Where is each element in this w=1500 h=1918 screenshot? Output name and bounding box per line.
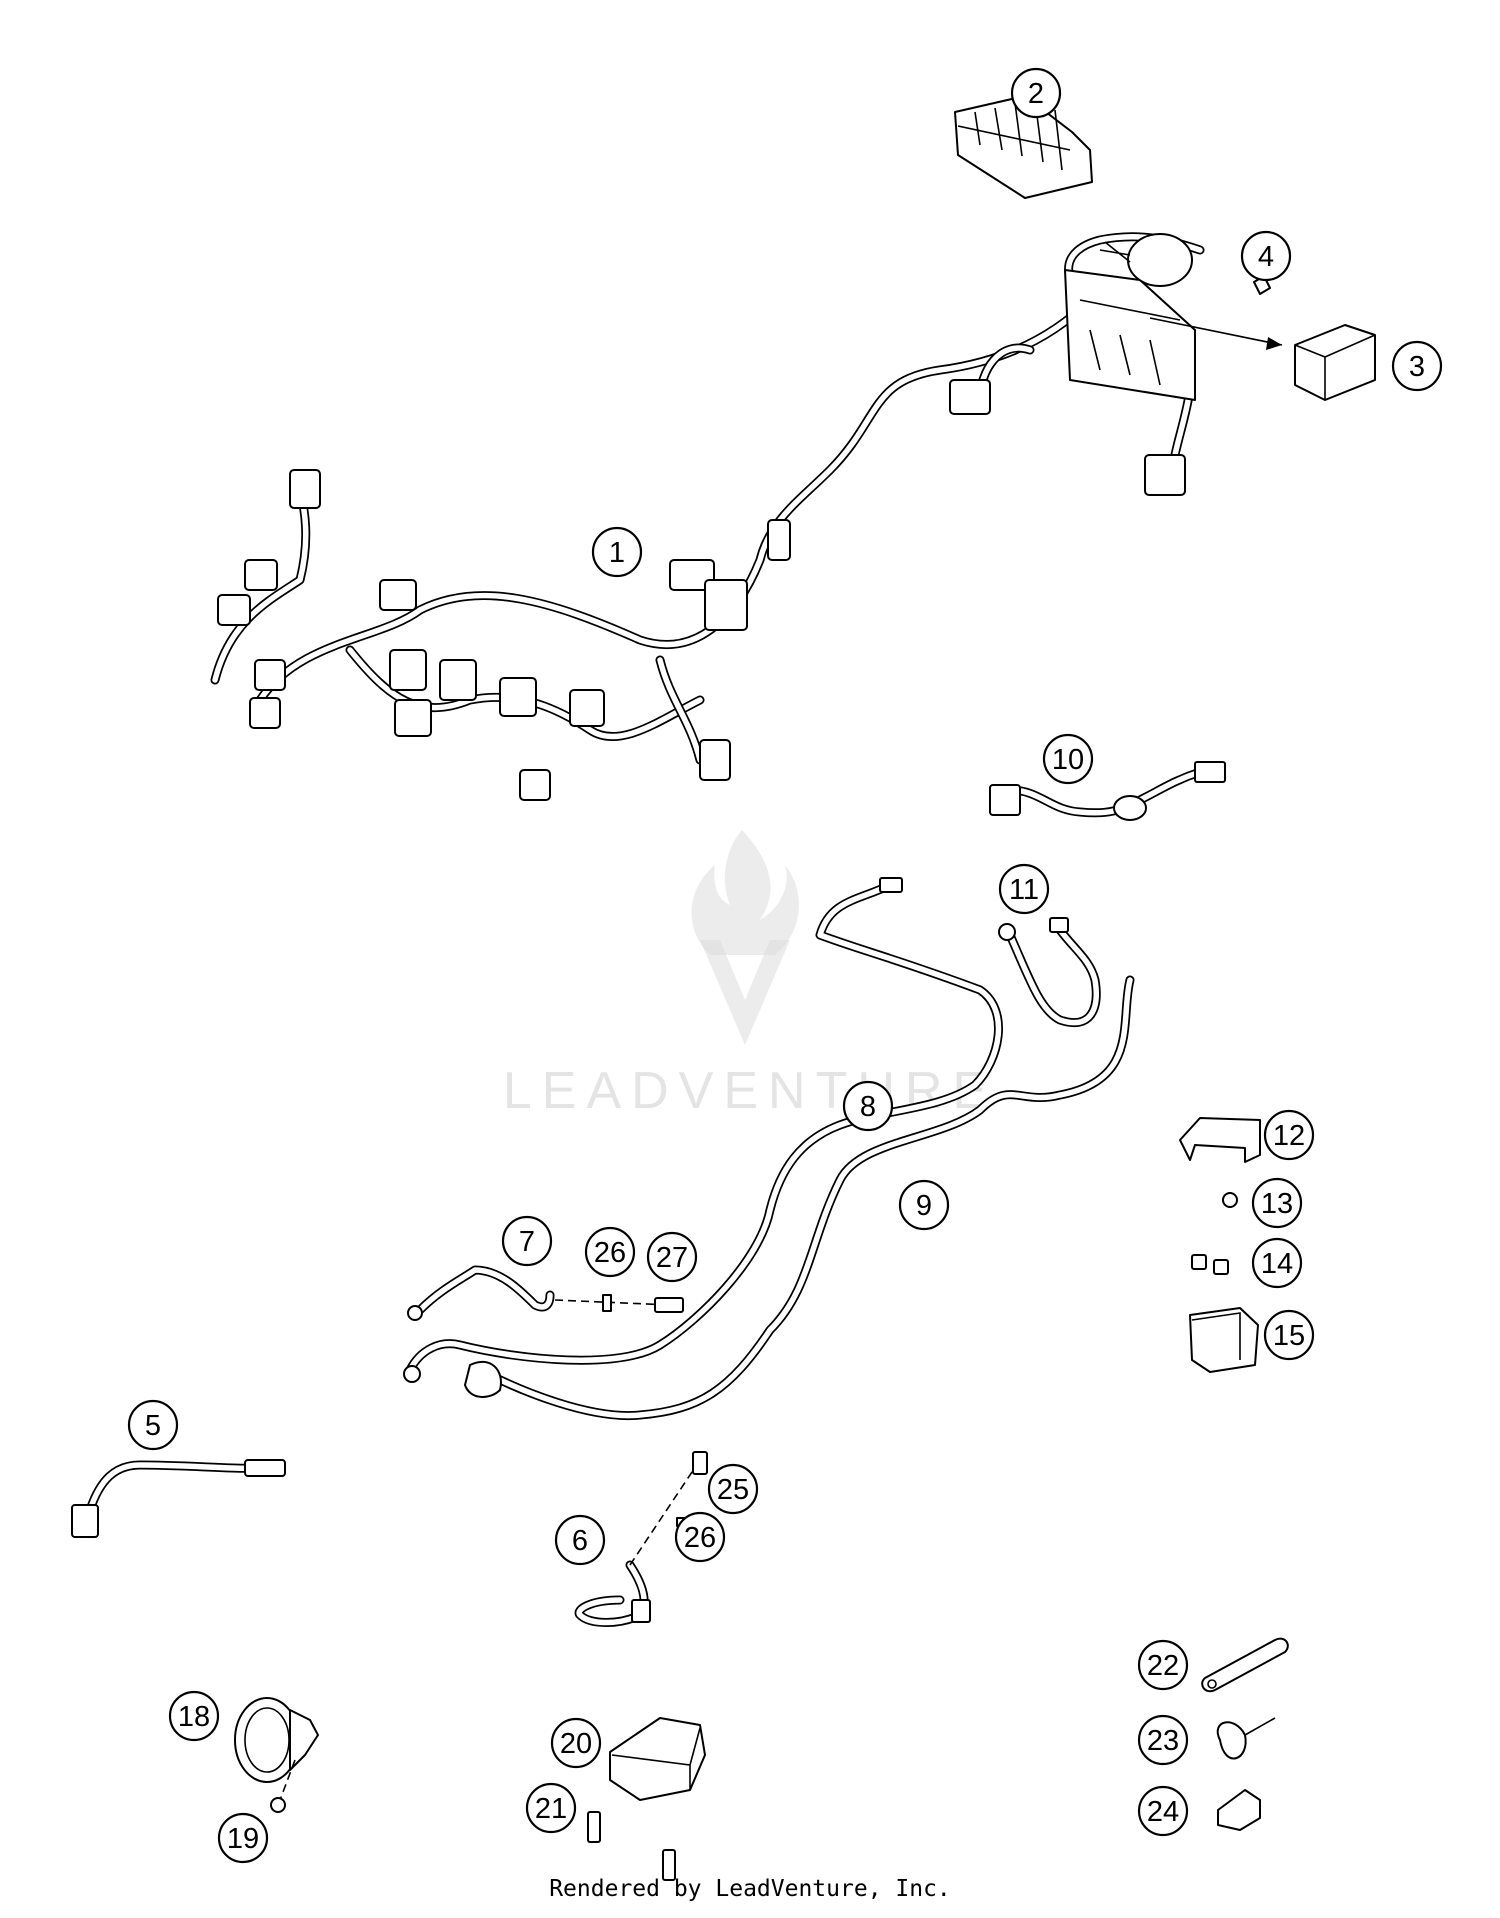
callout-circle [998,863,1050,915]
callout-circle [1391,340,1443,392]
callout-19: 19 [217,1812,269,1864]
callout-label: 22 [1147,1650,1179,1682]
part-3-fuse-box [1149,317,1376,401]
callout-26: 26 [674,1511,726,1563]
callout-4: 4 [1240,230,1292,282]
callout-label: 25 [717,1474,749,1506]
callout-label: 10 [1052,744,1084,776]
callout-label: 19 [227,1823,259,1855]
callout-9: 9 [898,1179,950,1231]
callout-circle [1251,1237,1303,1289]
callout-circle [525,1782,577,1834]
callout-label: 21 [535,1793,567,1825]
callout-23: 23 [1137,1714,1189,1766]
callout-circle [127,1399,179,1451]
callout-12: 12 [1263,1109,1315,1161]
callout-circle [1263,1309,1315,1361]
callout-label: 12 [1273,1120,1305,1152]
callout-label: 5 [145,1410,161,1442]
callout-11: 11 [998,863,1050,915]
callout-14: 14 [1251,1237,1303,1289]
watermark: LEADVENTURE [503,830,997,1120]
callout-circle [1263,1109,1315,1161]
part-10-cable [989,761,1226,821]
callout-label: 11 [1009,874,1039,906]
callout-circle [501,1215,553,1267]
callout-label: 6 [572,1525,588,1557]
watermark-flame-icon [691,830,799,955]
callout-label: 4 [1258,241,1274,273]
callout-circle [707,1463,759,1515]
callout-label: 26 [594,1237,626,1269]
watermark-text: LEADVENTURE [503,1062,997,1120]
callout-label: 3 [1409,351,1425,383]
callout-label: 13 [1261,1188,1293,1220]
callout-label: 23 [1147,1725,1179,1757]
callout-1: 1 [591,526,643,578]
callout-26: 26 [584,1226,636,1278]
callout-label: 9 [916,1190,932,1222]
part-1-main-harness [210,232,1205,801]
callout-label: 26 [684,1522,716,1554]
callout-label: 24 [1147,1796,1179,1828]
callout-circle [550,1717,602,1769]
parts-22-24-ties [1201,1637,1289,1831]
part-8-9-battery-cables [403,877,1135,1421]
callout-22: 22 [1137,1639,1189,1691]
callout-13: 13 [1251,1177,1303,1229]
callout-circle [554,1514,606,1566]
callout-circle [1042,733,1094,785]
callout-7: 7 [501,1215,553,1267]
callout-18: 18 [168,1690,220,1742]
callout-circle [1137,1639,1189,1691]
callout-layer: 1234567891011121314151819202122232425262… [127,67,1443,1864]
callout-15: 15 [1263,1309,1315,1361]
callout-25: 25 [707,1463,759,1515]
callout-circle [1251,1177,1303,1229]
callout-circle [1240,230,1292,282]
watermark-v-icon [700,940,790,1045]
callout-label: 14 [1261,1248,1293,1280]
callout-circle [1010,67,1062,119]
callout-20: 20 [550,1717,602,1769]
callout-8: 8 [842,1080,894,1132]
callout-circle [591,526,643,578]
part-6-ground-strap [574,1451,708,1627]
callout-circle [842,1080,894,1132]
part-7-cable [407,1265,684,1321]
callout-circle [1137,1714,1189,1766]
callout-circle [1137,1785,1189,1837]
callout-21: 21 [525,1782,577,1834]
callout-circle [898,1179,950,1231]
callout-label: 18 [178,1701,210,1733]
part-11-cable [998,917,1101,1028]
callout-2: 2 [1010,67,1062,119]
callout-circle [168,1690,220,1742]
footer-credit: Rendered by LeadVenture, Inc. [549,1876,951,1902]
callout-circle [584,1226,636,1278]
callout-label: 20 [560,1728,592,1760]
callout-label: 8 [860,1091,876,1123]
part-18-horn [234,1697,319,1813]
parts-12-15-relays [1179,1117,1261,1373]
callout-3: 3 [1391,340,1443,392]
callout-10: 10 [1042,733,1094,785]
callout-label: 15 [1273,1320,1305,1352]
callout-label: 1 [609,537,625,569]
callout-label: 2 [1028,78,1044,110]
callout-27: 27 [646,1231,698,1283]
part-5-sensor [71,1459,286,1538]
callout-24: 24 [1137,1785,1189,1837]
callout-circle [674,1511,726,1563]
callout-circle [217,1812,269,1864]
callout-label: 7 [519,1226,535,1258]
part-20-control-unit [587,1717,706,1881]
callout-circle [646,1231,698,1283]
callout-label: 27 [656,1242,688,1274]
callout-6: 6 [554,1514,606,1566]
callout-5: 5 [127,1399,179,1451]
